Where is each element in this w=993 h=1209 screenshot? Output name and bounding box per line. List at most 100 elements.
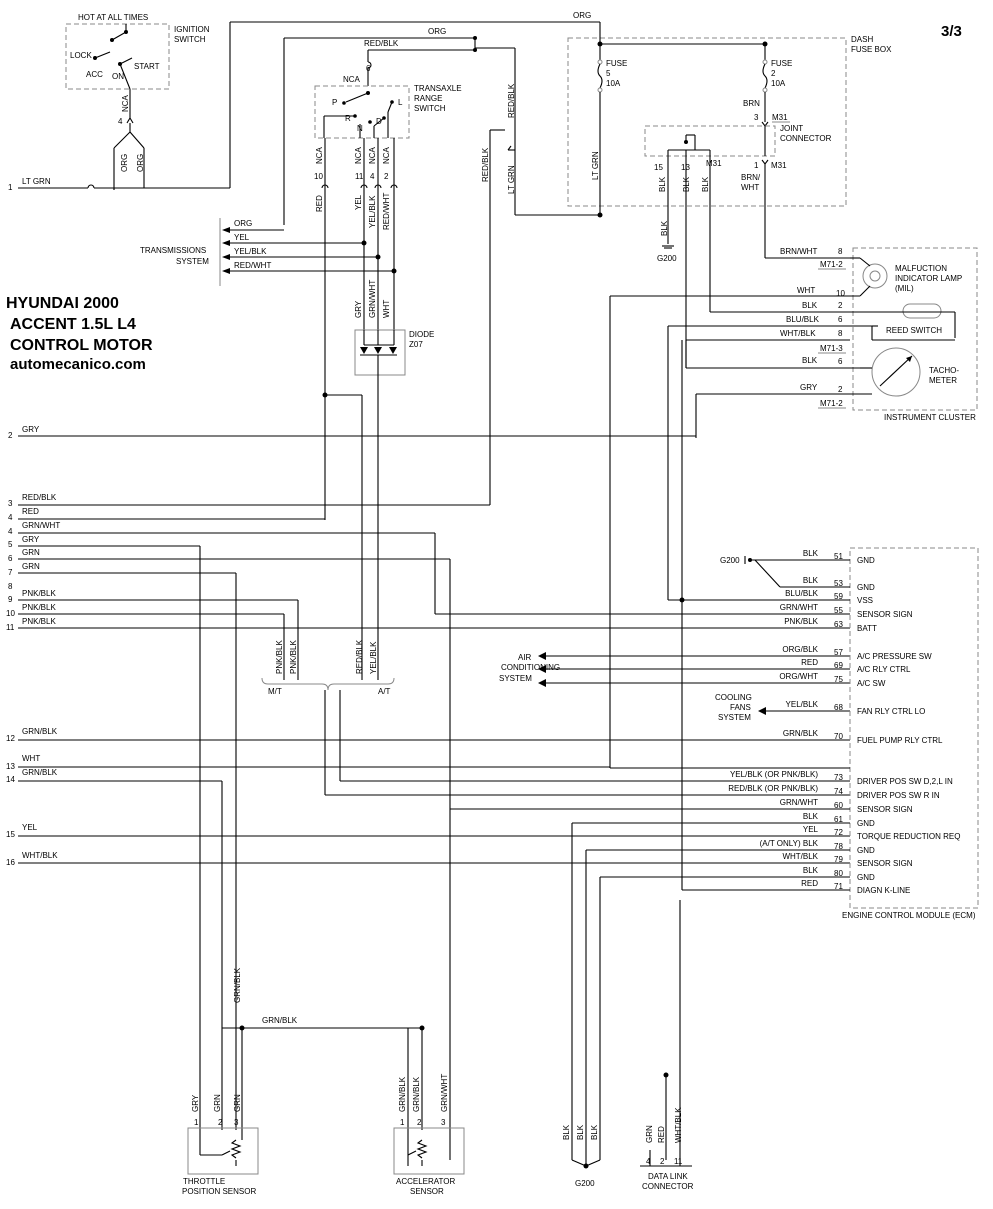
svg-text:11: 11: [674, 1157, 683, 1166]
svg-text:NCA: NCA: [354, 146, 363, 164]
svg-text:BRN: BRN: [743, 99, 760, 108]
ecm-pin-function: GND: [857, 873, 875, 882]
svg-text:LOCK: LOCK: [70, 51, 92, 60]
svg-text:GRN: GRN: [213, 1094, 222, 1112]
svg-text:WHT/BLK: WHT/BLK: [780, 329, 816, 338]
svg-text:WHT/BLK: WHT/BLK: [22, 851, 58, 860]
svg-text:11: 11: [355, 172, 364, 181]
svg-text:THROTTLE: THROTTLE: [183, 1177, 225, 1186]
ecm-wire-color: YEL/BLK (OR PNK/BLK): [730, 770, 818, 779]
svg-text:MALFUCTION: MALFUCTION: [895, 264, 947, 273]
svg-text:BLK: BLK: [802, 356, 818, 365]
svg-text:GRN/WHT: GRN/WHT: [22, 521, 60, 530]
svg-text:WHT: WHT: [22, 754, 40, 763]
mt-at-junction: PNK/BLK PNK/BLK RED/BLK YEL/BLK M/T A/T: [261, 639, 395, 795]
svg-text:G200: G200: [575, 1179, 595, 1188]
bottom-harness: GRN/BLK GRN/BLK: [222, 967, 669, 1160]
svg-text:START: START: [134, 62, 160, 71]
ecm-pin-function: GND: [857, 819, 875, 828]
ecm-pin-number: 80: [834, 869, 843, 878]
ecm-pin-function: DRIVER POS SW R IN: [857, 791, 940, 800]
svg-text:YEL: YEL: [354, 194, 363, 210]
ecm-pin-function: GND: [857, 556, 875, 565]
svg-text:4: 4: [8, 527, 13, 536]
ecm-pin-number: 74: [834, 787, 843, 796]
ecm-pin-function: A/C RLY CTRL: [857, 665, 911, 674]
svg-text:RED/WHT: RED/WHT: [382, 193, 391, 230]
svg-text:LT GRN: LT GRN: [22, 177, 51, 186]
svg-text:GRY: GRY: [22, 535, 40, 544]
ecm-wire-color: BLK: [803, 549, 819, 558]
ecm-pin-function: DRIVER POS SW D,2,L IN: [857, 777, 953, 786]
ecm-pin-number: 75: [834, 675, 843, 684]
svg-text:ACC: ACC: [86, 70, 103, 79]
svg-text:4: 4: [646, 1157, 651, 1166]
ecm-pin-number: 79: [834, 855, 843, 864]
ecm-pin-function: SENSOR SIGN: [857, 859, 913, 868]
throttle-position-sensor: GRY GRN GRN 1 2 3 THROTTLE POSITION SENS…: [182, 1094, 259, 1196]
title-line1: HYUNDAI 2000: [6, 295, 119, 312]
svg-text:GRN: GRN: [22, 548, 40, 557]
ecm-pin-function: FAN RLY CTRL LO: [857, 707, 925, 716]
svg-text:GRY: GRY: [191, 1094, 200, 1112]
air-conditioning-system: AIR CONDITIONING SYSTEM: [499, 652, 850, 687]
ecm-pin-number: 53: [834, 579, 843, 588]
svg-text:BLK: BLK: [802, 301, 818, 310]
transmissions-system: TRANSMISSIONS SYSTEM ORG YEL YEL/BLK RED…: [140, 218, 397, 286]
svg-text:GRY: GRY: [22, 425, 40, 434]
cooling-fans-system: COOLING FANS SYSTEM: [715, 693, 850, 722]
svg-text:M71-2: M71-2: [820, 399, 843, 408]
svg-text:M71-3: M71-3: [820, 344, 843, 353]
svg-text:G200: G200: [720, 556, 740, 565]
title-line4: automecanico.com: [10, 356, 146, 373]
svg-text:10A: 10A: [771, 79, 786, 88]
svg-text:RED/WHT: RED/WHT: [234, 261, 271, 270]
svg-text:ORG: ORG: [120, 154, 129, 172]
page-label: 3/3: [941, 23, 962, 40]
svg-text:ORG: ORG: [234, 219, 252, 228]
svg-text:SYSTEM: SYSTEM: [499, 674, 532, 683]
svg-text:SYSTEM: SYSTEM: [176, 257, 209, 266]
ground-g200-top: BLK G200: [657, 210, 677, 263]
svg-text:2: 2: [838, 385, 843, 394]
ecm-pin-number: 59: [834, 592, 843, 601]
svg-text:GRN/WHT: GRN/WHT: [368, 280, 377, 318]
ecm-pin-function: SENSOR SIGN: [857, 610, 913, 619]
svg-text:RED/BLK: RED/BLK: [355, 639, 364, 674]
svg-text:LT GRN: LT GRN: [591, 151, 600, 180]
svg-text:RANGE: RANGE: [414, 94, 442, 103]
ecm-wire-color: ORG/WHT: [779, 672, 818, 681]
svg-text:GRN/BLK: GRN/BLK: [262, 1016, 298, 1025]
svg-text:4: 4: [8, 513, 13, 522]
svg-text:RED: RED: [657, 1126, 666, 1143]
svg-text:FANS: FANS: [730, 703, 751, 712]
svg-text:M31: M31: [706, 159, 722, 168]
svg-text:FUSE: FUSE: [771, 59, 792, 68]
svg-text:GRN/BLK: GRN/BLK: [22, 727, 58, 736]
svg-text:10: 10: [314, 172, 323, 181]
svg-text:L: L: [398, 98, 403, 107]
svg-text:8: 8: [838, 329, 843, 338]
svg-text:YEL/BLK: YEL/BLK: [368, 195, 377, 228]
ecm-pin-function: A/C SW: [857, 679, 886, 688]
instrument-cluster: INSTRUMENT CLUSTER BRN/WHT 8 M71-2 MALFU…: [610, 247, 978, 422]
svg-text:11: 11: [6, 623, 15, 632]
ecm-pin-number: 70: [834, 732, 843, 741]
svg-text:METER: METER: [929, 376, 957, 385]
dash-fuse-box: DASH FUSE BOX FUSE 5 10A FUSE 2 10A LT G…: [567, 22, 892, 368]
svg-text:M31: M31: [771, 161, 787, 170]
svg-text:WHT: WHT: [741, 183, 759, 192]
svg-text:BRN/: BRN/: [741, 173, 761, 182]
svg-text:BRN/WHT: BRN/WHT: [780, 247, 817, 256]
svg-text:NCA: NCA: [382, 146, 391, 164]
ecm-wire-color: YEL/BLK: [786, 700, 819, 709]
svg-text:GRN/BLK: GRN/BLK: [233, 967, 242, 1003]
svg-text:M31: M31: [772, 113, 788, 122]
svg-text:NCA: NCA: [121, 94, 130, 112]
svg-text:BLK: BLK: [590, 1124, 599, 1140]
svg-text:1: 1: [194, 1118, 199, 1127]
diode-z07: GRY GRN/WHT WHT DIODE Z07: [354, 280, 434, 376]
svg-text:RED: RED: [22, 507, 39, 516]
ecm-pin-function: VSS: [857, 596, 873, 605]
